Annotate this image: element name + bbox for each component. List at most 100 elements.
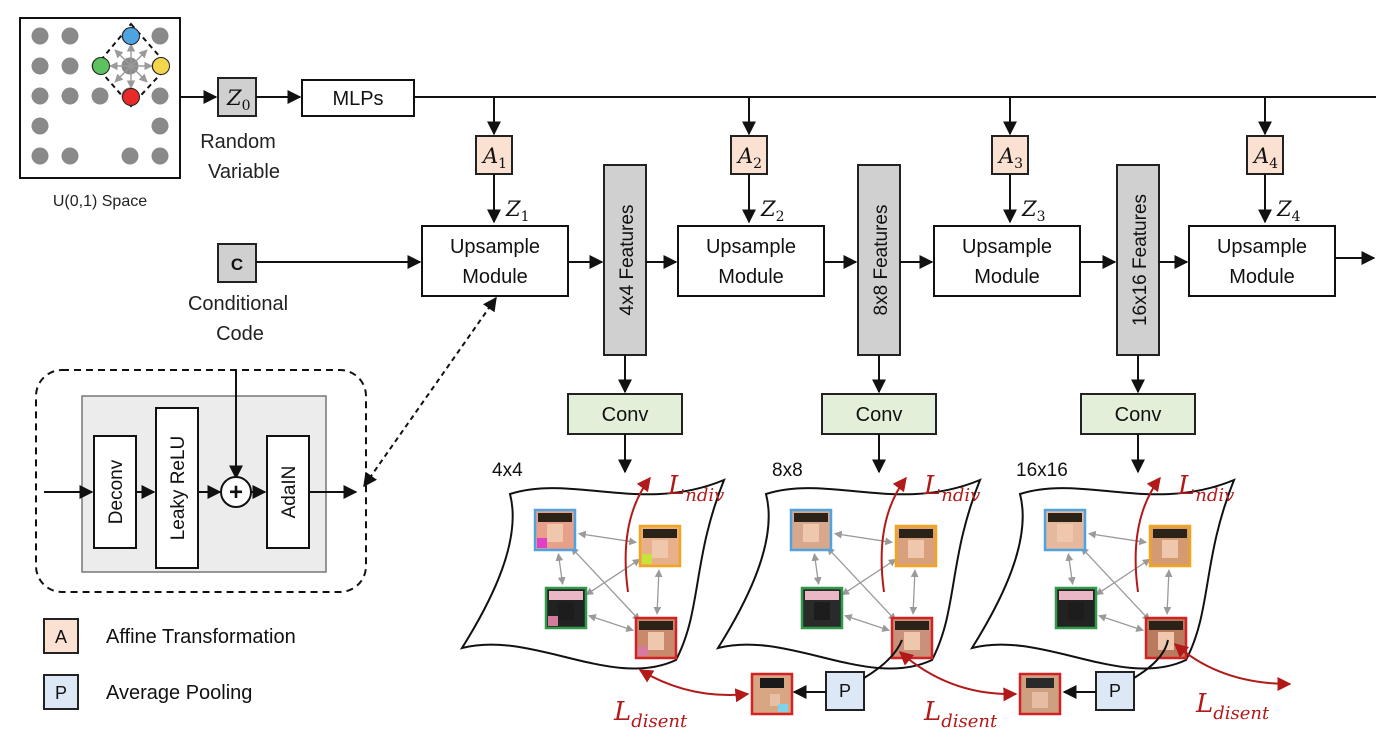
face-sample-red [1144, 616, 1188, 660]
grid-dot [121, 147, 139, 165]
feature-map-3: 16x16 Features [1116, 164, 1160, 356]
ndiv-arrow [624, 476, 651, 593]
grid-dot [61, 147, 79, 165]
sample-point-yellow [152, 57, 170, 75]
grid-dot [91, 87, 109, 105]
manifold-surface [715, 478, 982, 670]
style-code-3: Z3 [1021, 197, 1046, 225]
affine-box-4: A4 [1246, 135, 1284, 175]
svg-text:Conv: Conv [1115, 404, 1162, 426]
face-sample-green [544, 586, 588, 630]
face-sample-yellow [638, 524, 682, 568]
leaky-relu-block: Leaky ReLU [155, 407, 199, 569]
grid-dot [31, 117, 49, 135]
svg-text:Conv: Conv [602, 404, 649, 426]
face-sample-blue [533, 508, 577, 552]
disent-arrow-2 [898, 651, 1018, 702]
conv-box-3: Conv [1080, 393, 1196, 435]
disent-arrow-3 [1173, 643, 1292, 691]
face-sample-red [890, 616, 934, 660]
style-code-4: Z4 [1276, 197, 1301, 225]
svg-text:Upsample: Upsample [706, 236, 796, 258]
svg-text:Upsample: Upsample [450, 236, 540, 258]
ndiv-loss-label: Lndiv [923, 471, 980, 506]
resolution-label-1: 4x4 [492, 460, 523, 481]
ndiv-loss-label: Lndiv [1177, 471, 1234, 506]
sample-point-green [92, 57, 110, 75]
pooled-face-2 [1018, 672, 1062, 716]
grid-dot [151, 87, 169, 105]
distance-link [811, 552, 822, 586]
svg-text:A3: A3 [997, 144, 1023, 172]
svg-text:+: + [229, 479, 243, 506]
face-sample-yellow [1148, 524, 1192, 568]
svg-text:16x16 Features: 16x16 Features [1130, 194, 1151, 326]
svg-text:P: P [839, 681, 851, 701]
ndiv-arrow [880, 476, 907, 593]
feature-map-2: 8x8 Features [857, 164, 901, 356]
pooling-flow: P P Ldisent Ldisent Ldisent [613, 639, 1292, 732]
face-sample-blue [1043, 508, 1087, 552]
face-sample-green [1054, 586, 1098, 630]
distance-link [555, 552, 566, 586]
mlps-box: MLPs [301, 79, 415, 117]
distance-link [588, 614, 634, 632]
svg-text:A4: A4 [1252, 144, 1278, 172]
face-sample-yellow [894, 524, 938, 568]
svg-text:C: C [231, 255, 243, 274]
svg-text:P: P [1109, 681, 1121, 701]
grid-dot [151, 27, 169, 45]
resolution-label-3: 16x16 [1016, 460, 1068, 481]
distance-link [585, 558, 641, 596]
svg-text:8x8 Features: 8x8 Features [871, 205, 892, 316]
neighborhood-arrows [109, 43, 153, 89]
grid-dot [31, 57, 49, 75]
svg-text:Module: Module [974, 266, 1040, 288]
svg-text:A1: A1 [481, 144, 507, 172]
sample-point-blue [122, 27, 140, 45]
grid-dot [61, 87, 79, 105]
conv-box-1: Conv [567, 393, 683, 435]
svg-text:A2: A2 [736, 144, 762, 172]
grid-dot [31, 147, 49, 165]
affine-box-1: A1 [475, 135, 513, 175]
uniform-space-caption: U(0,1) Space [53, 193, 147, 210]
face-sample-blue [789, 508, 833, 552]
svg-text:Upsample: Upsample [1217, 236, 1307, 258]
pooled-face-1 [750, 672, 794, 716]
svg-text:Average Pooling: Average Pooling [106, 682, 252, 704]
conditional-code-box: C [217, 243, 257, 283]
add-operation: + [220, 476, 252, 508]
svg-text:AdaIN: AdaIN [279, 466, 300, 519]
style-code-1: Z1 [505, 197, 530, 225]
ndiv-loss-label: Lndiv [667, 471, 724, 506]
svg-text:Conv: Conv [856, 404, 903, 426]
grid-dot [31, 87, 49, 105]
svg-text:MLPs: MLPs [332, 88, 383, 110]
distance-link [1065, 552, 1076, 586]
affine-box-2: A2 [730, 135, 768, 175]
svg-text:Upsample: Upsample [962, 236, 1052, 258]
ndiv-arrow [1134, 476, 1161, 593]
distance-link [1095, 558, 1151, 596]
svg-text:Affine Transformation: Affine Transformation [106, 626, 296, 648]
random-variable-box: Z0 [217, 77, 257, 117]
svg-text:Deconv: Deconv [106, 459, 127, 524]
distance-link [1098, 614, 1144, 632]
manifold-surface [459, 478, 726, 670]
sample-point-red [122, 88, 140, 106]
disent-loss-3: Ldisent [1195, 689, 1270, 724]
distance-link [653, 569, 663, 615]
affine-box-3: A3 [991, 135, 1029, 175]
svg-text:Module: Module [462, 266, 528, 288]
